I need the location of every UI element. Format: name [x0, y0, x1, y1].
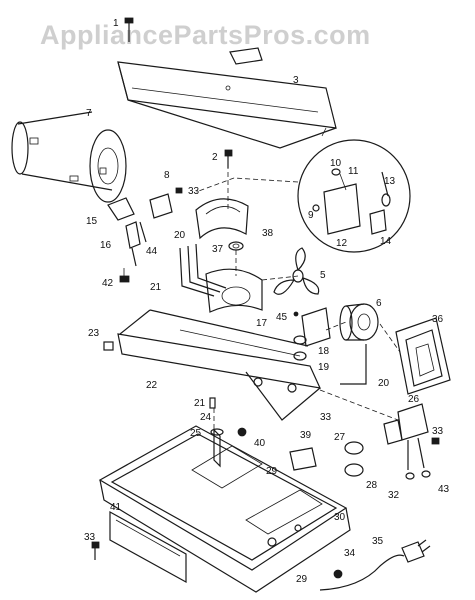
callout-21a: 21: [150, 282, 162, 293]
callout-5: 5: [320, 270, 326, 281]
callout-43: 43: [438, 484, 450, 495]
callout-6: 6: [376, 298, 382, 309]
callout-36: 36: [432, 314, 444, 325]
leader-lines: [195, 156, 401, 430]
part-top-cover[interactable]: [117, 47, 337, 149]
callout-33b: 33: [320, 412, 332, 423]
callout-12: 12: [336, 238, 348, 249]
callout-15: 15: [86, 216, 98, 227]
part-power-cord[interactable]: [319, 539, 431, 591]
callout-37: 37: [212, 244, 224, 255]
callout-1: 1: [113, 18, 119, 29]
part-side-panel[interactable]: [109, 510, 187, 584]
callout-14: 14: [380, 236, 392, 247]
callout-10: 10: [330, 158, 342, 169]
callout-labels: 1 2 3 5 6 7 8 9 10 11 12 13 14 15 16 17 …: [84, 18, 450, 585]
callout-34: 34: [344, 548, 356, 559]
callout-9: 9: [308, 210, 314, 221]
part-bracket-8[interactable]: [149, 187, 183, 219]
part-screw-33-lower[interactable]: [91, 541, 100, 560]
part-mounts[interactable]: [293, 335, 307, 361]
part-base-frame[interactable]: [117, 309, 322, 421]
callout-42: 42: [102, 278, 114, 289]
part-fasteners-39[interactable]: [253, 377, 297, 393]
part-switch-29[interactable]: [289, 447, 317, 471]
part-washers[interactable]: [344, 441, 364, 477]
part-fan-blade[interactable]: [273, 247, 320, 295]
callout-16: 16: [100, 240, 112, 251]
part-nut-23[interactable]: [103, 341, 114, 351]
callout-29b: 29: [296, 574, 308, 585]
callout-41: 41: [110, 502, 122, 513]
callout-40: 40: [254, 438, 266, 449]
callout-39: 39: [300, 430, 312, 441]
part-nozzle[interactable]: [209, 397, 224, 468]
part-screw-34[interactable]: [333, 569, 343, 579]
callout-28: 28: [366, 480, 378, 491]
part-screw-1[interactable]: [124, 17, 134, 42]
callout-21b: 21: [194, 398, 206, 409]
callout-18: 18: [318, 346, 330, 357]
callout-22: 22: [146, 380, 158, 391]
callout-13: 13: [384, 176, 396, 187]
callout-27: 27: [334, 432, 346, 443]
callout-2: 2: [212, 152, 218, 163]
part-motor-bracket[interactable]: [293, 307, 331, 347]
callout-25: 25: [190, 428, 202, 439]
callout-38: 38: [262, 228, 274, 239]
callout-33a: 33: [188, 186, 200, 197]
callout-20a: 20: [174, 230, 186, 241]
callout-26: 26: [408, 394, 420, 405]
callout-19: 19: [318, 362, 330, 373]
callout-11: 11: [348, 166, 359, 177]
part-screw-40[interactable]: [237, 427, 247, 437]
callout-45: 45: [276, 312, 288, 323]
part-control-box[interactable]: [383, 403, 429, 470]
part-fuel-tank[interactable]: [98, 425, 351, 593]
part-igniter-bracket[interactable]: [107, 197, 147, 283]
callout-20b: 20: [378, 378, 390, 389]
callout-7: 7: [86, 108, 92, 119]
callout-30: 30: [334, 512, 346, 523]
part-leads[interactable]: [405, 437, 440, 480]
detail-inset: [297, 139, 411, 253]
part-combustion-chamber[interactable]: [11, 111, 127, 203]
part-heat-shield[interactable]: [195, 198, 249, 240]
part-grommet-37[interactable]: [228, 241, 244, 251]
callout-35: 35: [372, 536, 384, 547]
callout-29a: 29: [266, 466, 278, 477]
part-screw-2[interactable]: [224, 149, 233, 168]
callout-33c: 33: [432, 426, 444, 437]
callout-44: 44: [146, 246, 158, 257]
callout-23: 23: [88, 328, 100, 339]
callout-3: 3: [293, 75, 299, 86]
callout-8: 8: [164, 170, 170, 181]
part-fuel-tubes[interactable]: [179, 243, 227, 297]
watermark-text: AppliancePartsPros.com: [40, 20, 371, 50]
callout-33d: 33: [84, 532, 96, 543]
part-fan-guard[interactable]: [395, 317, 451, 395]
callout-17: 17: [256, 318, 268, 329]
callout-24: 24: [200, 412, 212, 423]
callout-32: 32: [388, 490, 400, 501]
part-motor[interactable]: [339, 303, 379, 385]
part-fan-shroud[interactable]: [205, 268, 263, 313]
